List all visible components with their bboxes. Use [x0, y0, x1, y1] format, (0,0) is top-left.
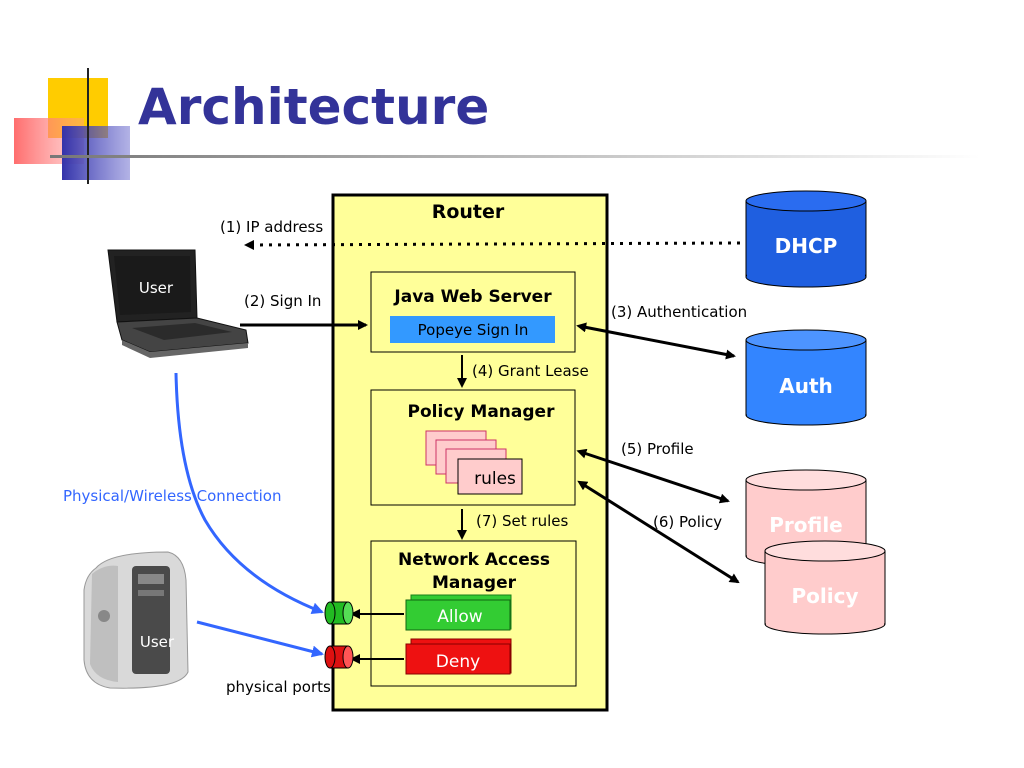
nam-label-line2: Manager [432, 573, 517, 593]
connection-label: Physical/Wireless Connection [63, 487, 281, 505]
deny-box [405, 643, 511, 675]
auth-label: Auth [779, 374, 833, 398]
profile-label: (5) Profile [621, 440, 694, 458]
set-rules-label: (7) Set rules [476, 512, 568, 530]
laptop-user-label: User [139, 279, 174, 297]
red-port-icon [324, 645, 354, 669]
profile-db-label: Profile [769, 513, 843, 537]
physical-ports-label: physical ports [226, 678, 331, 696]
allow-label: Allow [437, 607, 482, 627]
slide-title: Architecture [138, 78, 490, 136]
ip-address-arrow [244, 239, 741, 250]
popeye-sign-in-button[interactable] [390, 316, 555, 343]
deny-block: Deny [405, 638, 512, 675]
policy-database-icon: Policy [764, 540, 886, 635]
desktop-user-label: User [140, 633, 175, 651]
rules-stack: rules [425, 430, 523, 495]
deny-label: Deny [436, 652, 480, 672]
desktop-computer-icon: User [83, 551, 189, 689]
popeye-sign-in-label: Popeye Sign In [418, 321, 529, 339]
policy-manager-label: Policy Manager [408, 402, 556, 422]
allow-block: Allow [405, 594, 512, 631]
rule-card-front [457, 458, 523, 495]
ip-address-label: (1) IP address [220, 218, 323, 236]
laptop-icon: User [107, 249, 249, 358]
logo-blue-square [62, 126, 130, 180]
green-port-icon [324, 601, 354, 625]
policy-label: (6) Policy [653, 513, 722, 531]
dhcp-label: DHCP [775, 234, 838, 258]
sign-in-label: (2) Sign In [244, 292, 321, 310]
title-rule [50, 155, 980, 158]
laptop-connection-curve [174, 372, 324, 614]
desktop-connection-line [196, 620, 324, 658]
logo-squares [14, 68, 130, 184]
java-web-server-label: Java Web Server [393, 287, 552, 307]
auth-database-icon: Auth [745, 329, 867, 426]
authentication-label: (3) Authentication [611, 303, 747, 321]
rules-label: rules [474, 469, 516, 489]
dhcp-database-icon: DHCP [745, 190, 867, 288]
policy-db-label: Policy [791, 584, 858, 608]
router-label: Router [432, 201, 505, 223]
authentication-arrow [576, 322, 736, 360]
allow-box [405, 599, 511, 631]
nam-label-line1: Network Access [398, 550, 550, 570]
grant-lease-label: (4) Grant Lease [472, 362, 589, 380]
policy-arrow [577, 480, 740, 584]
